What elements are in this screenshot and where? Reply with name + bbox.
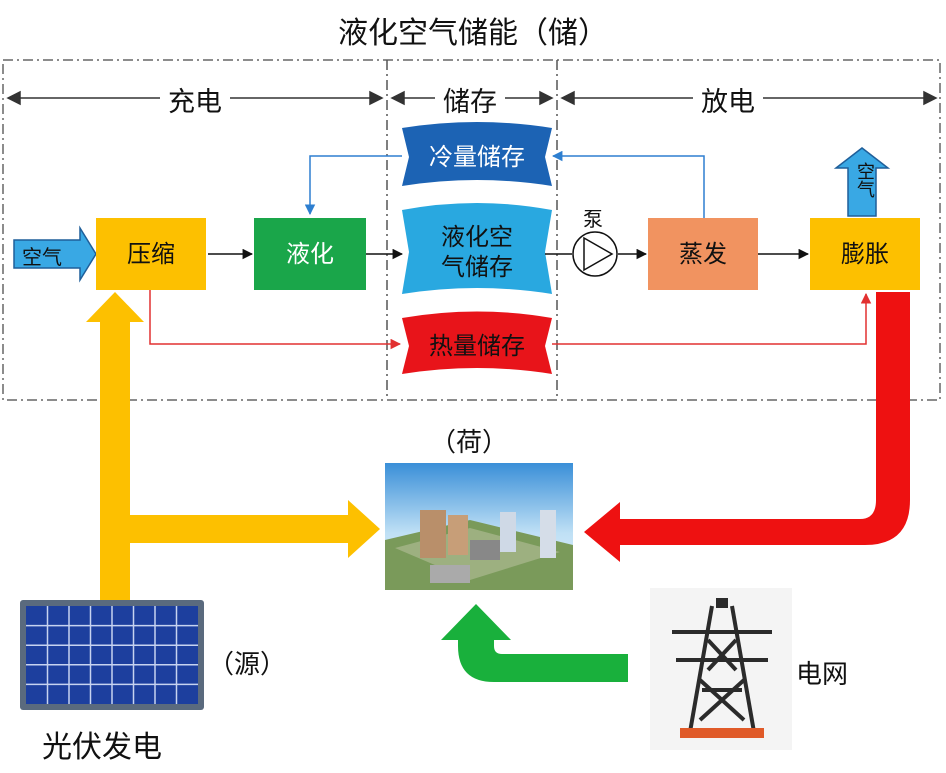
heat-return-line <box>552 292 872 345</box>
pv-power-arrows <box>86 292 380 600</box>
source-label: （源） <box>208 650 287 680</box>
section-storage: 储存 <box>435 80 505 119</box>
heat-storage-label: 热量储存 <box>429 332 525 360</box>
air-out-arrow <box>833 147 891 217</box>
liquefy-box: 液化 <box>254 218 366 290</box>
cold-supply-line <box>304 155 402 216</box>
pv-label: 光伏发电 <box>42 730 162 765</box>
air-in-arrow <box>13 225 97 283</box>
load-label: （荷） <box>430 428 509 458</box>
diagram-title: 液化空气储能（储） <box>338 16 608 51</box>
cold-return-line <box>551 150 705 218</box>
system-boundary <box>2 59 941 401</box>
power-tower-icon <box>650 588 792 750</box>
pump-label: 泵 <box>583 207 603 231</box>
heat-storage-tank <box>402 311 552 374</box>
heat-supply-line <box>149 290 402 350</box>
expand-box: 膨胀 <box>810 218 920 290</box>
air-out-label: 空气 <box>854 162 875 198</box>
section-charge: 充电 <box>160 80 230 119</box>
section-discharge: 放电 <box>693 80 763 119</box>
compress-box: 压缩 <box>96 218 206 290</box>
city-load-image <box>385 463 573 590</box>
cold-storage-tank <box>402 122 552 186</box>
grid-label: 电网 <box>796 660 849 690</box>
evaporate-box: 蒸发 <box>648 218 758 290</box>
grid-power-arrow <box>441 604 628 682</box>
pump-icon <box>572 231 618 277</box>
solar-panel-icon <box>20 600 204 710</box>
cold-storage-label: 冷量储存 <box>429 143 525 171</box>
liquid-air-storage-label: 液化空 气储存 <box>441 223 513 281</box>
liquid-air-tank <box>402 203 552 294</box>
expander-power-arrow <box>584 292 910 562</box>
air-in-label: 空气 <box>22 245 62 269</box>
